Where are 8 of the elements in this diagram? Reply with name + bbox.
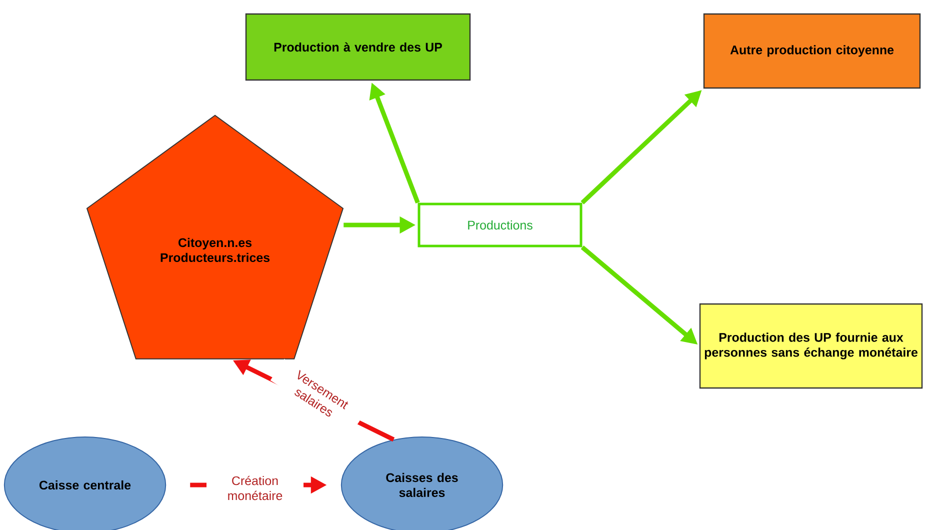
process-box: Productions — [418, 202, 582, 248]
process-box: Autre production citoyenne — [703, 13, 921, 89]
ellipse-node: Caisse centrale — [4, 436, 166, 530]
ellipse-node: Caisses des salaires — [340, 436, 504, 530]
edge-label: Création monétaire — [206, 474, 304, 502]
process-box: Production à vendre des UP — [245, 13, 471, 81]
pentagon-node: Citoyen.n.es Producteurs.trices — [86, 114, 344, 360]
process-box: Production des UP fournie aux personnes sans échange monétaire — [699, 303, 923, 389]
